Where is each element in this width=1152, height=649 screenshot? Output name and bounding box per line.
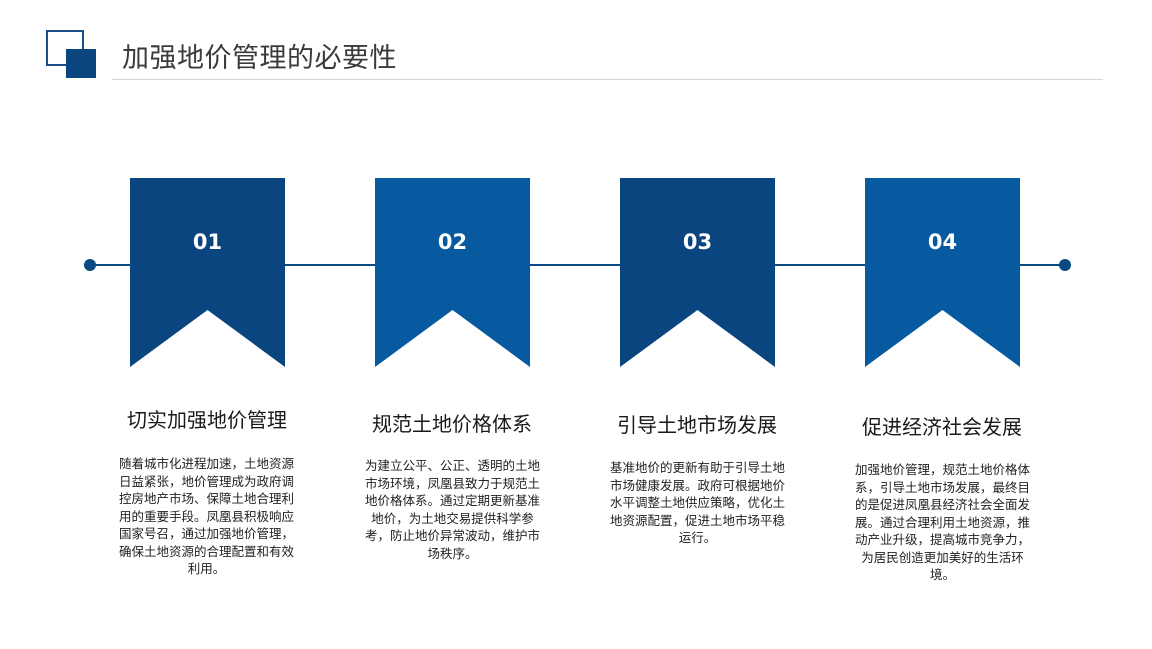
timeline-end-dot [1059, 259, 1071, 271]
step-ribbon-2: 02 [375, 178, 530, 367]
step-ribbon-3: 03 [620, 178, 775, 367]
title-divider [112, 79, 1103, 80]
logo-square-filled [66, 49, 96, 78]
step-heading-1: 切实加强地价管理 [127, 408, 287, 432]
step-heading-4: 促进经济社会发展 [862, 415, 1022, 439]
step-number: 03 [682, 230, 713, 254]
step-ribbon-1: 01 [130, 178, 285, 367]
step-ribbon-4: 04 [865, 178, 1020, 367]
timeline-start-dot [84, 259, 96, 271]
timeline-line [90, 264, 1065, 266]
step-number: 02 [437, 230, 468, 254]
ribbon-banner-icon [130, 178, 285, 367]
step-number: 04 [927, 230, 958, 254]
step-description-4: 加强地价管理，规范土地价格体系，引导土地市场发展，最终目的是促进凤凰县经济社会全… [854, 462, 1030, 582]
ribbon-banner-icon [865, 178, 1020, 367]
step-description-3: 基准地价的更新有助于引导土地市场健康发展。政府可根据地价水平调整土地供应策略，优… [609, 460, 785, 545]
ribbon-banner-icon [620, 178, 775, 367]
ribbon-banner-icon [375, 178, 530, 367]
step-heading-3: 引导土地市场发展 [617, 413, 777, 437]
step-number: 01 [192, 230, 223, 254]
logo-square-outline [46, 30, 84, 66]
page-title: 加强地价管理的必要性 [122, 43, 397, 74]
step-heading-2: 规范土地价格体系 [372, 412, 532, 436]
step-description-2: 为建立公平、公正、透明的土地市场环境，凤凰县致力于规范土地价格体系。通过定期更新… [364, 458, 540, 561]
step-description-1: 随着城市化进程加速，土地资源日益紧张，地价管理成为政府调控房地产市场、保障土地合… [118, 456, 294, 576]
